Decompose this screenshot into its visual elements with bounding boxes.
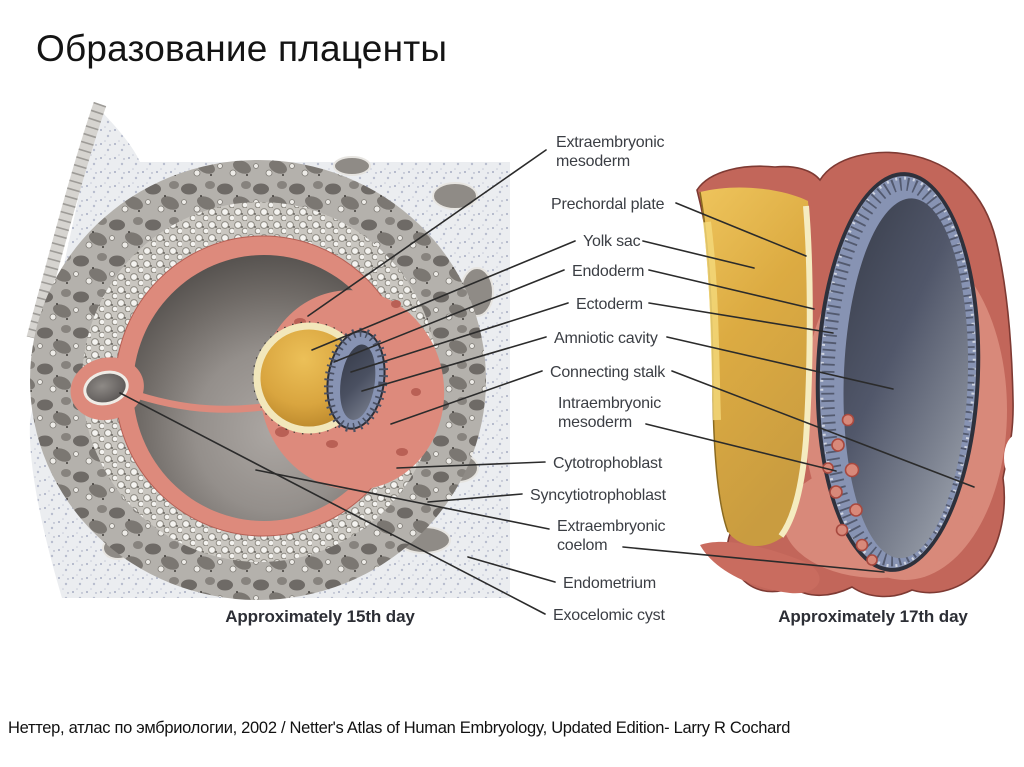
label-connecting-stalk: Connecting stalk: [550, 364, 666, 381]
label-yolk-sac: Yolk sac: [583, 233, 641, 250]
label-prechordal-plate: Prechordal plate: [551, 196, 665, 213]
panel-day15: [26, 101, 510, 600]
line-connecting-stalk-right: [671, 370, 975, 488]
line-ectoderm-right: [648, 302, 834, 334]
line-endometrium: [467, 556, 556, 583]
leader-lines: [119, 149, 975, 615]
page-title: Образование плаценты: [36, 28, 448, 69]
amnion-day15: [323, 327, 389, 433]
line-prechordal-plate: [675, 202, 807, 257]
line-connecting-stalk-left: [390, 370, 543, 425]
line-yolk-sac-right: [642, 240, 755, 269]
label-endometrium: Endometrium: [563, 575, 656, 592]
line-ectoderm-left: [350, 302, 569, 373]
line-extraembryonic-mesoderm: [307, 149, 547, 317]
line-coelom-right: [622, 546, 885, 573]
line-exocelomic-cyst: [119, 392, 546, 615]
line-coelom-left: [255, 469, 550, 530]
exocelomic-cyst: [70, 357, 144, 421]
line-cytotrophoblast: [396, 461, 546, 469]
intraembryonic-mesoderm-cells: [822, 413, 878, 566]
label-extraembryonic-coelom: Extraembryonic coelom: [557, 518, 666, 554]
line-syncytiotrophoblast: [427, 493, 523, 503]
label-ectoderm: Ectoderm: [576, 296, 643, 313]
mesoderm-tail: [700, 541, 820, 594]
label-amniotic-cavity: Amniotic cavity: [554, 330, 658, 347]
label-intraembryonic-mesoderm: Intraembryonic mesoderm: [558, 395, 662, 431]
label-exocelomic-cyst: Exocelomic cyst: [553, 607, 665, 624]
label-extraembryonic-mesoderm: Extraembryonic mesoderm: [556, 134, 665, 170]
caption-day17: Approximately 17th day: [778, 607, 968, 626]
caption-day15: Approximately 15th day: [225, 607, 415, 626]
edge-notch: [1004, 434, 1024, 482]
line-amniotic-right: [666, 336, 894, 390]
label-endoderm: Endoderm: [572, 263, 645, 280]
citation: Неттер, атлас по эмбриологии, 2002 / Net…: [8, 719, 791, 737]
label-syncytiotrophoblast: Syncytiotrophoblast: [530, 487, 666, 504]
panel-day17: [696, 151, 1024, 598]
line-intraembryonic-mesoderm: [645, 423, 837, 472]
uterine-epithelium-cells: [26, 101, 107, 340]
line-amniotic-left: [361, 336, 547, 392]
line-endoderm-left: [333, 269, 565, 363]
label-cytotrophoblast: Cytotrophoblast: [553, 455, 663, 472]
line-endoderm-right: [648, 269, 815, 310]
line-yolk-sac-left: [311, 240, 576, 351]
